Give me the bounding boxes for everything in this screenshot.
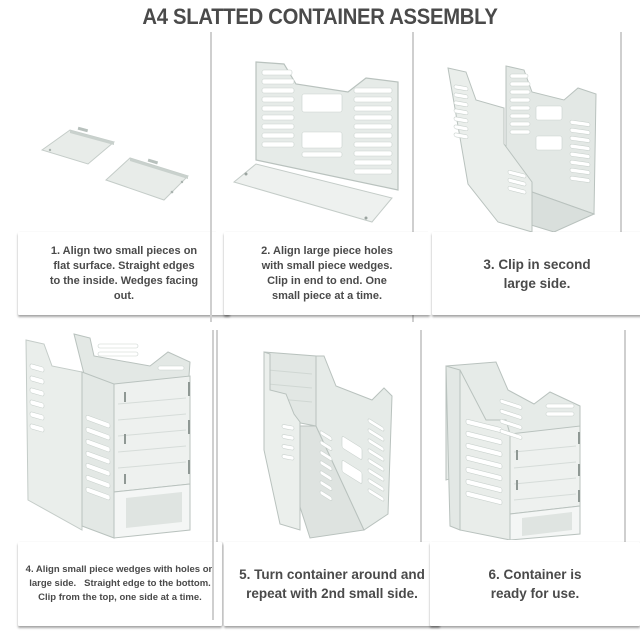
step-2-panel: 2. Align large piece holes with small pi… — [210, 32, 430, 322]
step-6-line-2: ready for use. — [490, 586, 580, 601]
step-5-caption: 5. Turn container around and repeat with… — [224, 542, 440, 626]
step-3-line-2: large side. — [503, 275, 571, 291]
step-5-image-container-turned-around — [224, 330, 420, 540]
step-2-image-large-piece-on-small-piece — [216, 32, 412, 232]
step-4-caption: 4. Align small piece wedges with holes o… — [18, 542, 222, 626]
panel-divider — [620, 32, 622, 315]
step-3-caption: 3. Clip in second large side. — [432, 232, 640, 315]
step-6-panel: 6. Container is ready for use. — [430, 330, 640, 626]
step-4-image-small-side-attached — [18, 330, 214, 540]
panel-divider — [420, 330, 422, 620]
panel-divider — [624, 330, 626, 620]
step-4-panel: 4. Align small piece wedges with holes o… — [18, 330, 222, 626]
step-3-image-second-large-side — [428, 32, 624, 232]
step-6-image-assembled-container — [430, 330, 626, 540]
step-3-panel: 3. Clip in second large side. — [428, 32, 640, 315]
step-5-panel: 5. Turn container around and repeat with… — [212, 330, 440, 626]
step-5-line-2: repeat with 2nd small side. — [246, 586, 418, 601]
step-2-line-1: 2. Align large piece holes — [261, 244, 393, 257]
step-1-line-4: out. — [113, 289, 135, 302]
step-3-line-1: 3. Clip in second — [483, 256, 591, 272]
step-5-line-1: 5. Turn container around and — [239, 567, 425, 582]
step-4-line-2: large side. Straight edge to the bottom. — [29, 578, 211, 589]
step-2-caption: 2. Align large piece holes with small pi… — [224, 232, 430, 315]
step-1-line-3: to the inside. Wedges facing — [49, 274, 199, 287]
panel-divider — [412, 32, 414, 322]
step-2-line-4: small piece at a time. — [271, 289, 383, 302]
step-4-line-3: Clip from the top, one side at a time. — [38, 592, 202, 603]
step-2-line-2: with small piece wedges. — [261, 259, 393, 272]
panel-divider — [210, 32, 212, 322]
step-1-panel: 1. Align two small pieces on flat surfac… — [18, 32, 230, 315]
step-1-line-1: 1. Align two small pieces on — [50, 244, 198, 257]
step-2-line-3: Clip in end to end. One — [267, 274, 387, 287]
page-title: A4 SLATTED CONTAINER ASSEMBLY — [142, 4, 498, 29]
step-6-line-1: 6. Container is — [488, 567, 582, 582]
panel-divider — [216, 330, 218, 620]
step-1-caption: 1. Align two small pieces on flat surfac… — [18, 232, 230, 315]
step-4-line-1: 4. Align small piece wedges with holes o… — [25, 564, 215, 575]
panel-divider — [212, 330, 214, 620]
step-1-image-two-small-pieces — [18, 32, 214, 232]
step-1-line-2: flat surface. Straight edges — [53, 259, 195, 272]
step-6-caption: 6. Container is ready for use. — [430, 542, 640, 626]
